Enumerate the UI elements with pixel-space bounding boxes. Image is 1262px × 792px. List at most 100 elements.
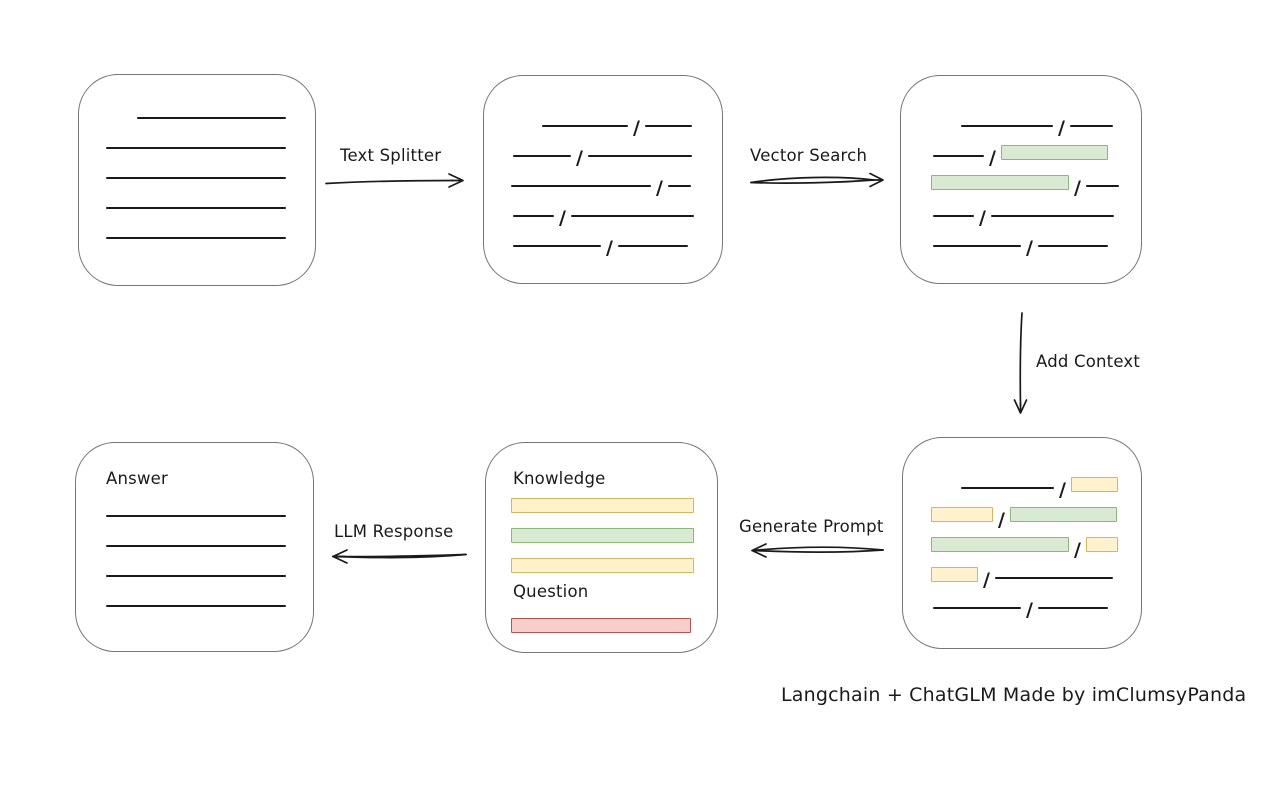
box-row: / — [484, 100, 722, 138]
generate-prompt-label: Generate Prompt — [739, 517, 884, 536]
box-row — [79, 122, 315, 152]
box-row: / — [903, 552, 1141, 590]
slash-separator: / — [1058, 117, 1065, 139]
text-line — [106, 575, 286, 577]
slash-separator: / — [559, 207, 566, 229]
text-line — [994, 577, 1113, 579]
box-row: Knowledge — [486, 465, 717, 491]
slash-separator: / — [983, 569, 990, 591]
box-row: / — [901, 190, 1141, 228]
box-row — [486, 491, 717, 513]
box-row — [486, 604, 717, 633]
box-row: / — [903, 492, 1141, 530]
text-line — [106, 515, 286, 517]
text-line — [933, 245, 1021, 247]
yellow-chunk — [511, 558, 694, 573]
text-line — [513, 245, 601, 247]
box-row: / — [901, 130, 1141, 168]
yellow-chunk — [511, 498, 694, 513]
yellow-chunk — [931, 567, 978, 582]
answer-box: Answer — [75, 442, 314, 652]
box-row: / — [901, 220, 1141, 258]
llm-response-label: LLM Response — [334, 522, 454, 541]
box-row — [76, 580, 313, 610]
red-chunk — [511, 618, 691, 633]
split-chunks-box: / / / / / — [483, 75, 723, 284]
text-line — [513, 215, 554, 217]
text-line — [617, 245, 688, 247]
box-row: / — [903, 462, 1141, 500]
text-splitter-label: Text Splitter — [340, 146, 442, 165]
slash-separator: / — [656, 177, 663, 199]
vector-search-label: Vector Search — [750, 146, 868, 165]
box-row — [486, 543, 717, 573]
text-line — [511, 185, 651, 187]
green-chunk — [931, 175, 1069, 190]
text-line — [106, 237, 286, 239]
green-chunk — [1009, 507, 1117, 522]
text-line — [106, 605, 286, 607]
box-row — [486, 513, 717, 543]
text-line — [513, 155, 571, 157]
text-line — [542, 125, 628, 127]
slash-separator: / — [979, 207, 986, 229]
knowledge-label: Knowledge — [513, 469, 606, 488]
matched-chunks-box: ///// — [900, 75, 1142, 284]
box-row: / — [484, 160, 722, 198]
add-context-label: Add Context — [1036, 352, 1141, 371]
text-line — [933, 215, 974, 217]
text-line — [106, 545, 286, 547]
slash-separator: / — [998, 509, 1005, 531]
slash-separator: / — [1074, 177, 1081, 199]
green-chunk — [931, 537, 1069, 552]
answer-label: Answer — [106, 469, 168, 488]
text-line — [961, 487, 1054, 489]
text-line — [933, 155, 984, 157]
box-row — [79, 182, 315, 212]
yellow-chunk — [1085, 537, 1118, 552]
yellow-chunk — [931, 507, 993, 522]
source-document-content — [79, 75, 315, 285]
text-line — [1037, 245, 1108, 247]
split-chunks-content: / / / / / — [484, 76, 722, 283]
box-row: Question — [486, 573, 717, 604]
context-chunks-box: / / / / / — [902, 437, 1142, 649]
text-line — [106, 177, 286, 179]
text-splitter-arrow — [325, 173, 464, 188]
text-line — [990, 215, 1114, 217]
text-line — [587, 155, 692, 157]
text-line — [961, 125, 1053, 127]
text-line — [644, 125, 692, 127]
box-row: Answer — [76, 465, 313, 491]
add-context-arrow — [1013, 312, 1028, 414]
box-row: / — [901, 160, 1141, 198]
box-row — [79, 152, 315, 182]
slash-separator: / — [633, 117, 640, 139]
slash-separator: / — [606, 237, 613, 259]
box-row: / — [484, 130, 722, 168]
text-line — [1085, 185, 1119, 187]
llm-response-arrow — [332, 549, 467, 564]
text-line — [667, 185, 691, 187]
yellow-chunk — [1070, 477, 1118, 492]
slash-separator: / — [1026, 599, 1033, 621]
slash-separator: / — [1074, 539, 1081, 561]
green-chunk — [511, 528, 694, 543]
slash-separator: / — [576, 147, 583, 169]
box-row — [79, 92, 315, 122]
source-document-box — [78, 74, 316, 286]
generate-prompt-arrow — [751, 543, 884, 558]
question-label: Question — [513, 582, 589, 601]
box-row: / — [484, 190, 722, 228]
text-line — [106, 147, 286, 149]
box-row — [76, 491, 313, 520]
answer-content: Answer — [76, 443, 313, 651]
box-row: / — [903, 582, 1141, 620]
box-row — [76, 550, 313, 580]
green-chunk — [1000, 145, 1108, 160]
text-line — [1037, 607, 1108, 609]
box-row — [79, 212, 315, 242]
